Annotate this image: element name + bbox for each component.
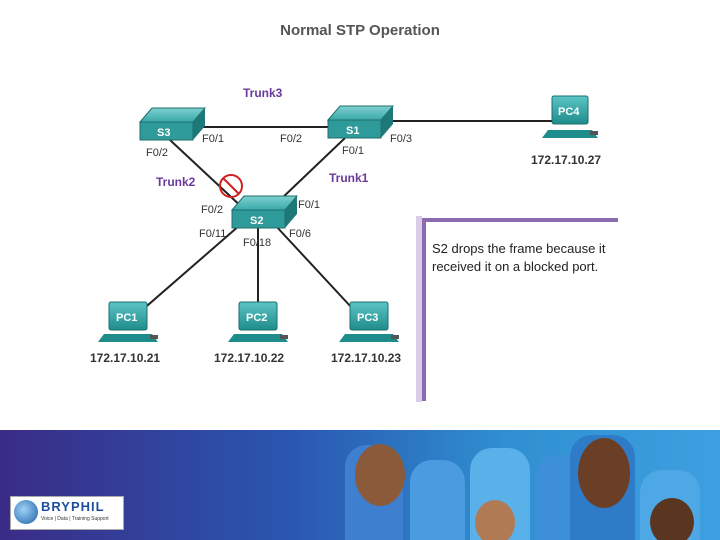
switch-s1-label: S1: [346, 125, 359, 137]
s2-port-f06: F0/6: [289, 228, 311, 240]
s2-port-f02: F0/2: [201, 204, 223, 216]
s2-port-f018: F0/18: [243, 237, 271, 249]
s2-port-f01: F0/1: [298, 199, 320, 211]
pc4-ip: 172.17.10.27: [531, 153, 601, 167]
trunk2-label: Trunk2: [156, 175, 196, 189]
banner-pillar: [410, 460, 465, 540]
blocked-port-icon: [219, 174, 243, 198]
pc2-ip: 172.17.10.22: [214, 351, 284, 365]
trunk2-link: [169, 139, 246, 211]
trunk1-label: Trunk1: [329, 171, 369, 185]
stp-topology-diagram: S3 S1 S2 PC4 172.17.10.27 PC1 172.17.10.…: [90, 86, 601, 365]
note-shadow: [416, 216, 422, 402]
pc4[interactable]: PC4: [542, 95, 598, 138]
s1-port-f01: F0/1: [342, 145, 364, 157]
trunk1-link: [279, 137, 346, 201]
s2-port-f011: F0/11: [199, 228, 226, 240]
bryphil-logo: BRYPHIL Voice | Data | Training Support: [10, 496, 124, 530]
switch-s3-label: S3: [157, 127, 170, 139]
s3-port-f01: F0/1: [202, 133, 224, 145]
person-photo: [650, 498, 694, 540]
s1-port-f02: F0/2: [280, 133, 302, 145]
person-photo: [475, 500, 515, 540]
pc1-ip: 172.17.10.21: [90, 351, 160, 365]
pc3[interactable]: PC3: [339, 301, 399, 342]
switch-s3[interactable]: S3: [138, 107, 207, 141]
switch-s2[interactable]: S2: [230, 195, 299, 229]
person-photo: [355, 444, 405, 506]
globe-icon: [14, 500, 38, 524]
switch-s1[interactable]: S1: [326, 105, 395, 139]
person-photo: [578, 438, 630, 508]
switch-s2-label: S2: [250, 215, 263, 227]
logo-tagline: Voice | Data | Training Support: [41, 516, 109, 522]
trunk3-label: Trunk3: [243, 86, 283, 100]
footer-banner: BRYPHIL Voice | Data | Training Support: [0, 430, 720, 540]
pc1[interactable]: PC1: [98, 301, 158, 342]
pc1-label: PC1: [116, 312, 137, 324]
s1-port-f03: F0/3: [390, 133, 412, 145]
logo-name: BRYPHIL: [41, 499, 105, 514]
diagram-title: Normal STP Operation: [280, 22, 440, 39]
pc3-ip: 172.17.10.23: [331, 351, 401, 365]
s3-port-f02: F0/2: [146, 147, 168, 159]
pc3-label: PC3: [357, 312, 378, 324]
pc2-label: PC2: [246, 312, 267, 324]
pc2[interactable]: PC2: [228, 301, 288, 342]
explanation-note: S2 drops the frame because it received i…: [422, 218, 618, 401]
pc4-label: PC4: [558, 106, 580, 118]
